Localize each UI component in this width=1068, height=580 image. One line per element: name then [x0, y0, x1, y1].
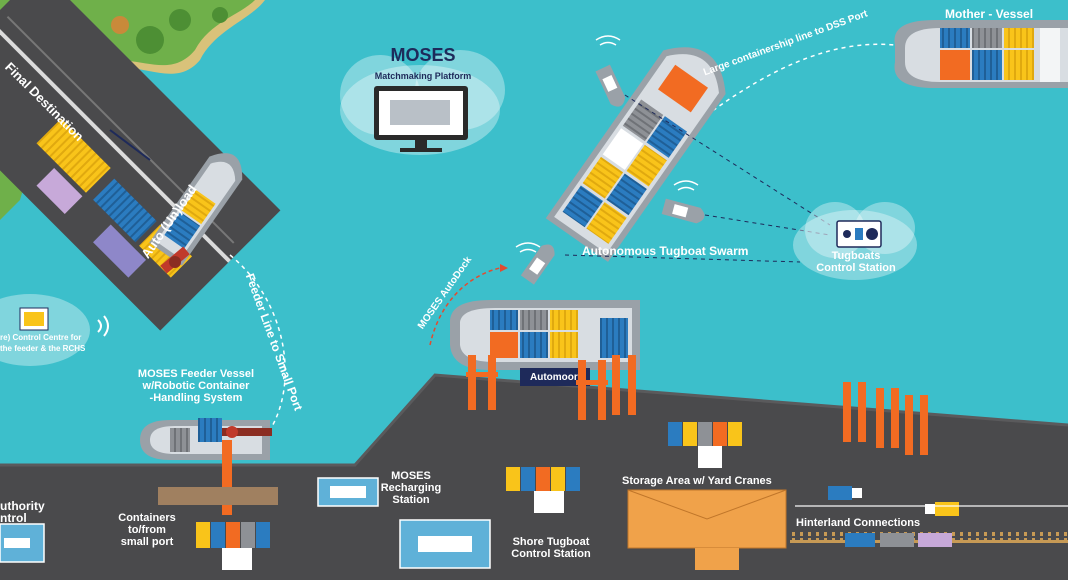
containers-label-2: to/from [128, 524, 166, 536]
tugboat-1 [595, 64, 626, 107]
robot-arm-icon [160, 246, 190, 274]
road-line [795, 505, 1068, 507]
automoor-label: Automoor [530, 372, 578, 383]
docked-container-ship [450, 300, 640, 370]
authority-control-building [0, 523, 45, 563]
mother-vessel-label: Mother - Vessel [945, 7, 1034, 21]
control-panel-icon [836, 220, 882, 248]
train-icon [845, 533, 952, 547]
hinterland-label: Hinterland Connections [796, 517, 921, 529]
tugboat-control-links [564, 94, 831, 263]
wifi-icon [97, 315, 109, 337]
container-stack-center [506, 467, 580, 513]
shore-tugboat-label-2: Control Station [511, 548, 591, 560]
recharging-label-1: MOSES [391, 470, 431, 482]
tugboats-control-label-2: Control Station [816, 262, 896, 274]
robot-arm-icon [222, 426, 272, 438]
recharging-station [317, 477, 379, 507]
loading-dock [158, 487, 278, 505]
control-centre-label-2: the feeder & the RCHS [0, 344, 86, 353]
container-stack-right [668, 422, 742, 468]
recharging-label-3: Station [392, 494, 430, 506]
control-centre-label-1: re) Control Centre for [0, 333, 82, 342]
feeder-vessel-bottom [140, 418, 270, 460]
tugboat-3 [520, 244, 555, 285]
authority-label-2: ntrol [0, 511, 27, 525]
platform-title: MOSES [390, 45, 456, 65]
mother-vessel [894, 20, 1068, 88]
quay-cranes [466, 355, 928, 455]
autodock-arrow [429, 267, 501, 346]
container-ship-main [545, 47, 726, 262]
containers-label-1: Containers [118, 512, 176, 524]
feeder-vessel-top [149, 153, 243, 266]
automoor-plate [520, 368, 590, 386]
tugboat-swarm-label: Autonomous Tugboat Swarm [582, 244, 749, 258]
storage-area-label: Storage Area w/ Yard Cranes [622, 475, 772, 487]
feeder-vessel-label-2: w/Robotic Container [142, 380, 250, 392]
container-stack-small-port [196, 522, 270, 570]
authority-label-1: uthority [0, 499, 45, 513]
tugboat-2 [661, 198, 705, 224]
containers-label-3: small port [120, 536, 174, 548]
shore-crane [222, 440, 232, 515]
control-centre-cloud [0, 294, 90, 366]
recharging-label-2: Recharging [380, 482, 442, 494]
monitor-icon [374, 86, 468, 152]
storage-area [627, 489, 787, 570]
platform-subtitle: Matchmaking Platform [374, 71, 472, 81]
feeder-line-route [229, 254, 286, 431]
unload-arrow [109, 129, 151, 161]
feeder-vessel-label-3: -Handling System [149, 392, 243, 404]
tugboats-control-label-1: Tugboats [831, 250, 881, 262]
large-line-route [699, 43, 896, 121]
wifi-icon [515, 35, 699, 253]
feeder-vessel-label-1: MOSES Feeder Vessel [137, 368, 255, 380]
shore-tugboat-label-1: Shore Tugboat [512, 536, 590, 548]
shore-tugboat-station [399, 519, 491, 569]
autodock-arrowhead [500, 264, 508, 272]
